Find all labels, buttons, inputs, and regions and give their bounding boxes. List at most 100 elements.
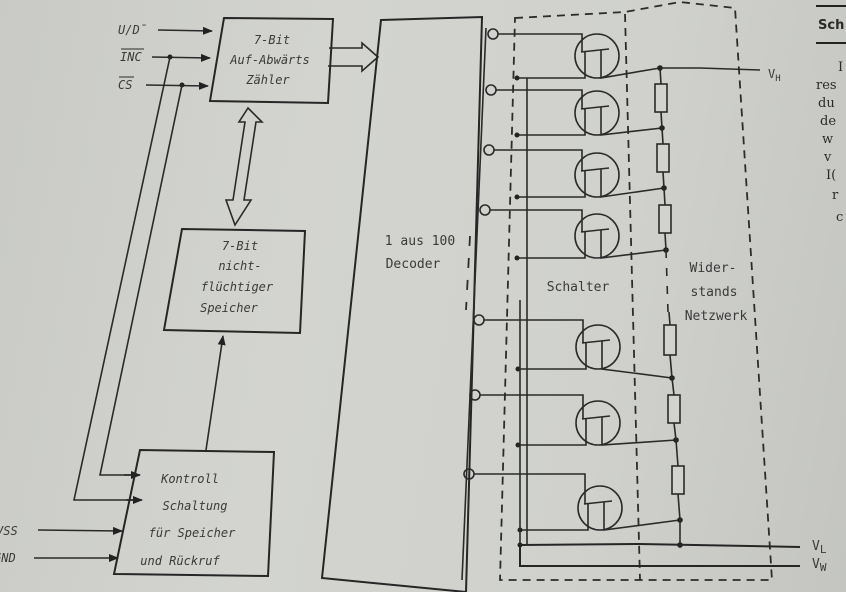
ladder-wire [673,422,677,441]
source-wire [518,419,587,446]
label-gnd: GND [0,551,16,565]
label-vh: VH [768,67,781,84]
ladder-ellipsis [665,249,669,313]
resistor [667,394,681,424]
output-bubble [483,144,495,156]
resistor [671,465,685,495]
drain-wire [601,341,673,379]
input-ud-line [157,26,213,35]
text-line: du [818,96,835,111]
switch-row [463,468,681,533]
ladder-wire [660,111,663,129]
label-vw: VW [812,557,827,574]
transistor-symbol [575,324,621,370]
switch-row [485,84,663,138]
memory-label-4: Speicher [200,301,259,315]
label-cs: CS [118,78,132,92]
ladder-wire [661,127,664,145]
memory-label-2: nicht- [218,259,261,273]
gate-bar [583,500,613,505]
switch-row [469,389,677,448]
decoder-output-edge [461,27,487,581]
resistor-section-label-1: Wider- [690,261,737,276]
text-line: c [836,210,844,225]
output-bubble [487,28,499,40]
control-block: Kontroll Schaltung für Speicher und Rück… [112,448,276,578]
label-inc: INC [120,50,142,64]
decoder-ellipsis [465,235,471,311]
vh-text: V [768,67,775,81]
ladder-wire [662,171,665,189]
text-line: r [832,188,839,203]
memory-label-1: 7-Bit [222,239,258,253]
control-to-memory-arrow [205,335,226,451]
drain-wire [600,50,661,79]
bidirectional-bus-arrow [224,106,264,227]
section-heading: Sch [818,18,845,33]
top-rule [816,5,846,7]
gate-bar [580,105,610,110]
text-line: I( [826,168,837,183]
cs-to-control-line [99,84,183,476]
control-label-4: und Rückruf [140,554,220,568]
gate-bar [581,339,611,344]
counter-label-2: Auf-Abwärts [229,53,309,67]
inc-to-control-line [73,56,171,501]
control-label-2: Schaltung [162,499,227,513]
gate-bar [581,415,611,420]
gate-wire [496,89,583,109]
vh-sub: H [775,74,780,84]
junction-dot [514,255,520,261]
gate-bar [580,48,610,53]
vw-text: V [812,557,820,572]
transistor-symbol [575,400,621,446]
text-line: w [822,132,834,147]
gate-wire [480,394,584,419]
ladder-wire [675,439,679,467]
drain-wire [600,169,665,198]
gate-wire [490,209,583,232]
vw-rail [519,547,800,567]
resistor-section-label-2: stands [691,285,738,300]
source-wire [517,171,586,198]
switch-row [487,28,661,81]
heading-rule [816,42,846,44]
vh-rail [660,67,761,71]
gate-wire [498,33,583,52]
source-wire [517,109,586,136]
input-vss-line [37,526,123,535]
text-line: I [838,60,844,75]
switch-resistor-divider [624,13,641,581]
gate-wire [484,319,584,343]
control-label-3: für Speicher [149,526,236,540]
ladder-wire [669,354,673,379]
drain-wire [600,230,667,259]
memory-block: 7-Bit nicht- flüchtiger Speicher [162,227,307,335]
switch-row [479,204,667,261]
label-vl: VL [812,539,827,556]
source-wire [517,52,586,79]
counter-label-1: 7-Bit [254,33,290,47]
input-cs-line [145,81,209,90]
ladder-wire [668,311,671,326]
resistor [663,324,677,356]
decoder-block: 1 aus 100 Decoder [320,15,484,592]
switch-network-enclosure [499,1,773,581]
transistor-symbol [577,485,623,531]
junction-dot [514,75,520,81]
output-bubble [485,84,497,96]
output-bubble [473,314,485,326]
resistor-section-label-3: Netzwerk [685,309,748,324]
bus-arrow-counter-decoder [328,41,380,73]
vw-sub: W [820,561,827,574]
switch-array [461,27,681,581]
switch-section-label: Schalter [547,280,610,295]
resistor [656,143,670,173]
text-line: res [816,78,837,93]
vl-text: V [812,539,820,554]
text-line: de [820,114,837,129]
switch-row [473,314,673,379]
control-label-1: Kontroll [160,472,219,486]
label-ud: U/D̄ [118,23,147,37]
junction-dot [514,132,520,138]
